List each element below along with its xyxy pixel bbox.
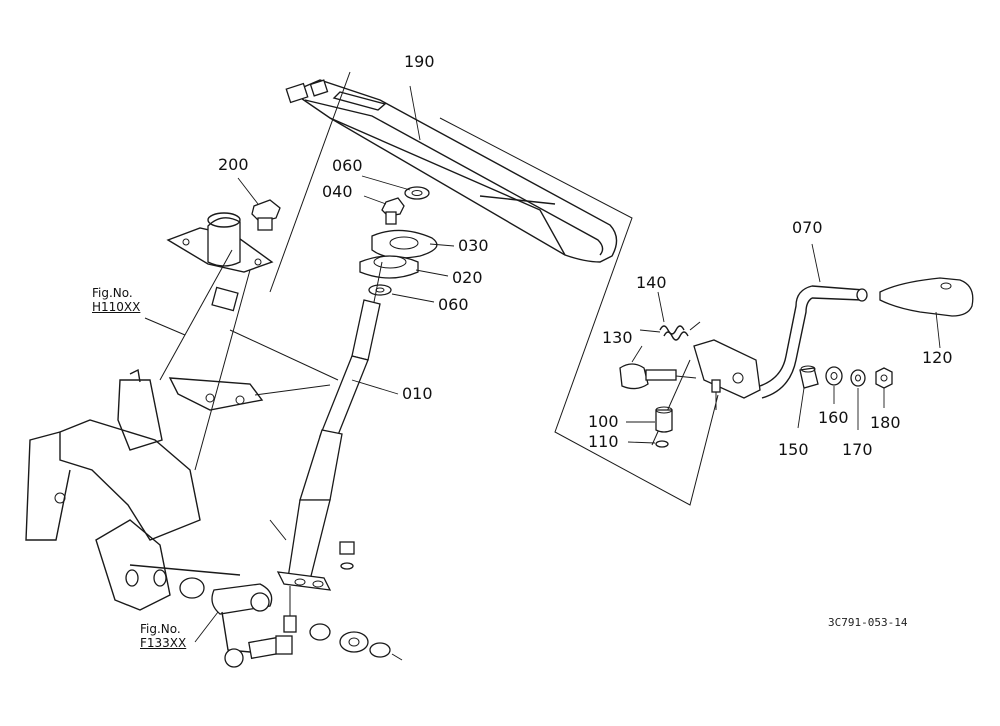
label-160: 160 — [818, 408, 849, 427]
part-060-washer-bottom — [368, 284, 392, 296]
drawing-code: 3C791-053-14 — [828, 616, 908, 629]
label-180: 180 — [870, 413, 901, 432]
label-130: 130 — [602, 328, 633, 347]
label-060-bottom: 060 — [438, 295, 469, 314]
part-030-plate — [371, 229, 438, 259]
label-150: 150 — [778, 440, 809, 459]
fig-ref-f133xx-code: F133XX — [140, 636, 187, 651]
fig-ref-h110xx-label: Fig.No. — [92, 286, 133, 300]
fig-ref-h110xx-code: H110XX — [92, 300, 141, 315]
part-140-spring — [639, 291, 701, 341]
part-100-collar — [626, 406, 673, 433]
label-030: 030 — [458, 236, 489, 255]
label-110: 110 — [588, 432, 619, 451]
part-170-spring-washer — [850, 369, 866, 430]
guard-group-outline — [269, 71, 719, 506]
part-110-ring — [627, 440, 669, 448]
rod-bottom-hardware — [283, 541, 355, 633]
label-060-top: 060 — [332, 156, 363, 175]
part-200-bolt — [237, 177, 281, 231]
bottom-linkage — [179, 519, 403, 668]
lever-pivot-bracket — [693, 339, 761, 410]
part-150-bushing — [797, 365, 819, 429]
label-190: 190 — [404, 52, 435, 71]
label-100: 100 — [588, 412, 619, 431]
part-180-nut — [875, 367, 893, 408]
fig-h-leaders — [144, 249, 339, 471]
part-040-bolt — [381, 197, 405, 225]
misc-leaders — [361, 85, 455, 303]
label-200: 200 — [218, 155, 249, 174]
label-140: 140 — [636, 273, 667, 292]
fig-ref-f133xx-label: Fig.No. — [140, 622, 181, 636]
label-170: 170 — [842, 440, 873, 459]
label-010: 010 — [402, 384, 433, 403]
part-070-shift-lever — [759, 243, 868, 399]
label-020: 020 — [452, 268, 483, 287]
label-120: 120 — [922, 348, 953, 367]
part-060-washer-top — [404, 186, 430, 200]
label-040: 040 — [322, 182, 353, 201]
part-190-guard-frame — [285, 79, 618, 263]
part-160-washer — [825, 366, 843, 404]
fig-ref-h110xx: Fig.No. H110XX — [92, 286, 140, 315]
left-frame-bracket — [25, 212, 274, 611]
label-070: 070 — [792, 218, 823, 237]
part-020-boss — [359, 255, 419, 279]
part-120-knob — [879, 277, 974, 349]
part-010-shift-rod — [276, 261, 399, 591]
part-130-pin — [619, 345, 697, 390]
fig-ref-f133xx: Fig.No. F133XX — [140, 622, 186, 651]
